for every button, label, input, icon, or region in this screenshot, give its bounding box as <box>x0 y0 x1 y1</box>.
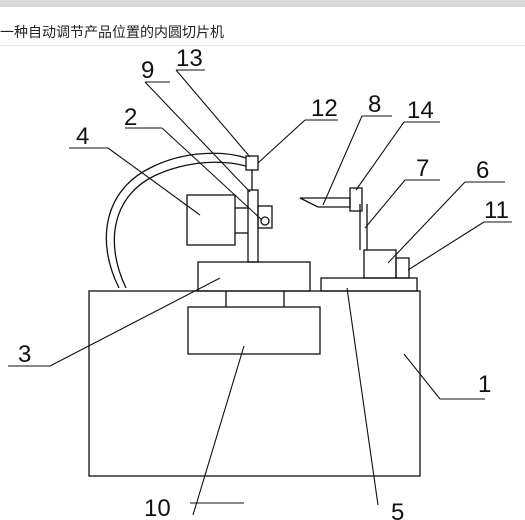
blade-tip-bracket <box>245 155 259 171</box>
label-12: 12 <box>311 95 338 122</box>
label-11: 11 <box>484 197 509 224</box>
circular-blade-outer <box>105 152 247 289</box>
label-13: 13 <box>176 45 203 72</box>
page-title: 一种自动调节产品位置的内圆切片机 <box>0 25 224 41</box>
slide-plate <box>320 277 418 292</box>
label-3: 3 <box>18 341 31 368</box>
label-5: 5 <box>391 499 404 520</box>
clamp-bolt <box>260 216 270 226</box>
label-9: 9 <box>141 57 154 84</box>
title-divider <box>0 45 525 46</box>
motor-block <box>186 194 236 246</box>
right-block <box>363 249 397 279</box>
label-1: 1 <box>478 371 491 398</box>
worktable <box>197 261 311 292</box>
label-14: 14 <box>407 97 434 124</box>
label-6: 6 <box>476 157 489 184</box>
lower-box <box>187 306 321 355</box>
label-8: 8 <box>368 91 381 118</box>
top-bar <box>0 0 525 7</box>
probe-arm <box>299 197 351 208</box>
label-7: 7 <box>416 155 429 182</box>
label-2: 2 <box>124 104 137 131</box>
circular-blade-inner <box>113 161 247 289</box>
blade-holder <box>247 189 259 263</box>
label-4: 4 <box>76 123 89 150</box>
small-block <box>395 257 410 279</box>
label-10: 10 <box>144 495 171 520</box>
